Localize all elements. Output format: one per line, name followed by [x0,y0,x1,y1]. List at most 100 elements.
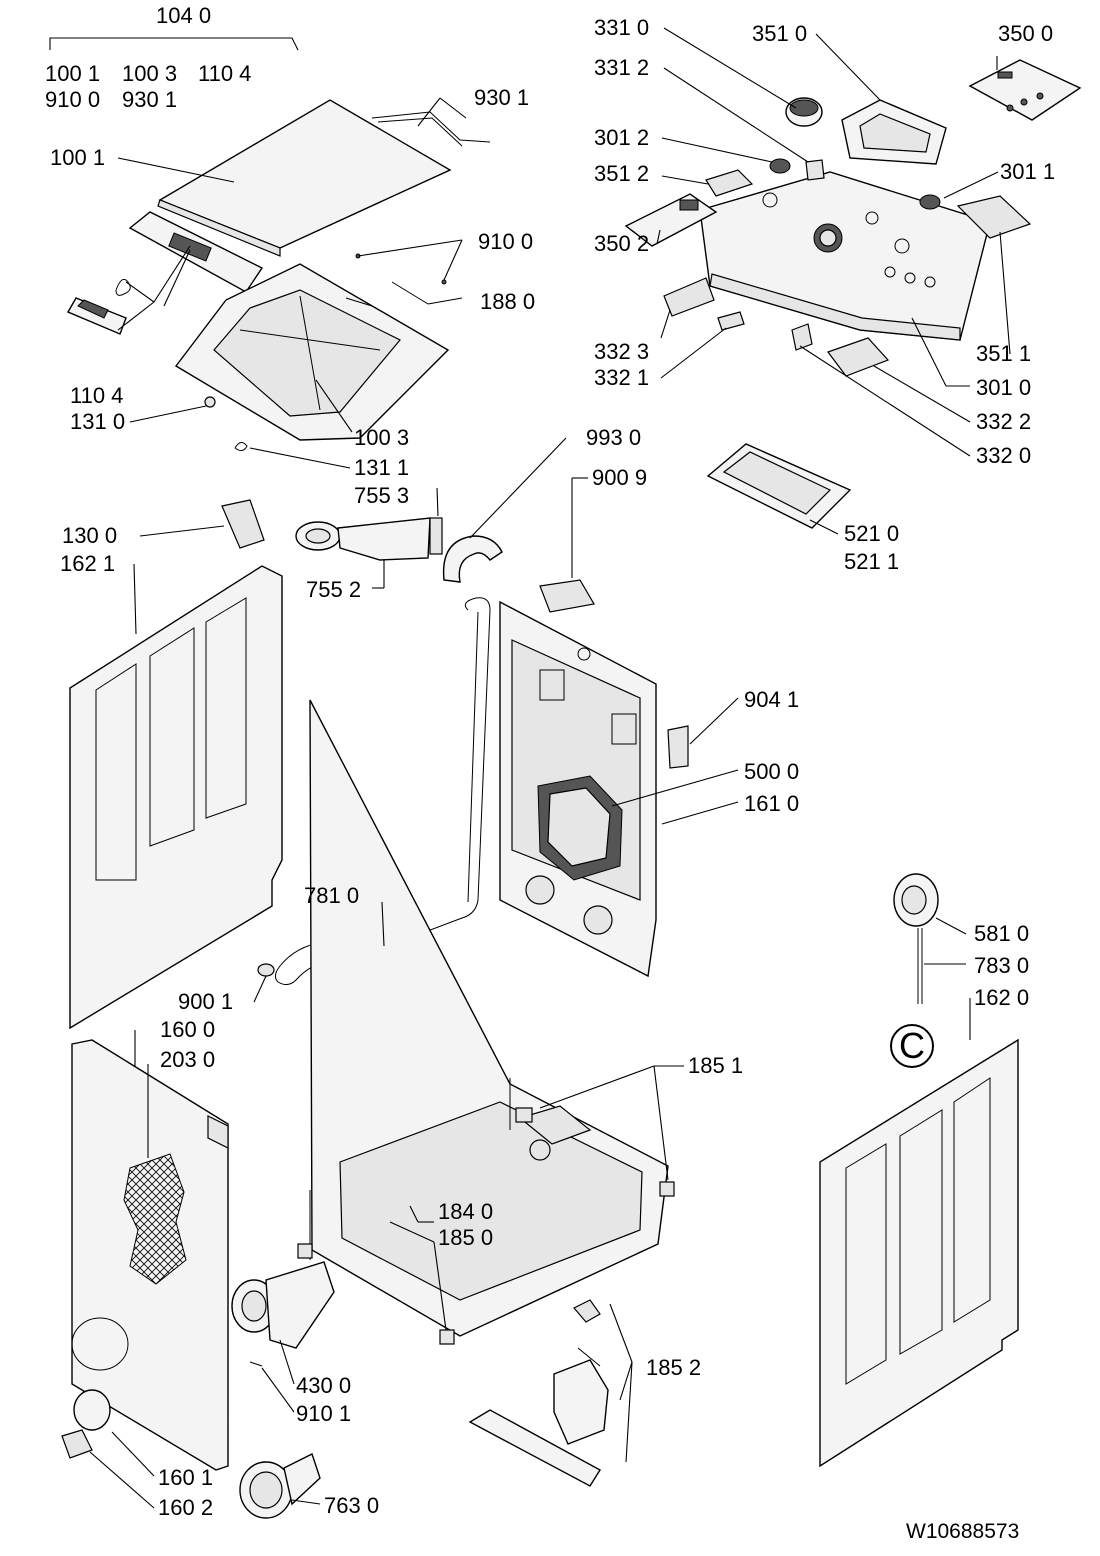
part-label: 900 1 [178,989,234,1014]
part-label: 755 3 [354,483,410,508]
lock-part [204,396,248,452]
part-label: 162 0 [974,985,1030,1010]
side-panel-right-part [819,1038,1019,1468]
part-label: 331 2 [594,55,650,80]
part-label: 521 0 [844,521,900,546]
part-label: 100 1 [45,61,101,86]
part-label: 332 1 [594,365,650,390]
part-label: 350 0 [998,21,1054,46]
connector-top-part [539,579,595,613]
foot-part-1 [515,1107,533,1123]
inlet-hose-part [295,517,431,561]
board-left-part [624,193,718,247]
bracket-left-part [705,169,754,197]
part-label: 185 2 [646,1355,702,1380]
button-holder-1-part [717,311,745,331]
part-label: 160 1 [158,1465,214,1490]
part-label: 110 4 [70,383,124,408]
part-label: 185 1 [688,1053,744,1078]
part-label: 930 1 [122,87,178,112]
part-label: 331 0 [594,15,650,40]
hose-clamp-part [257,963,275,977]
part-label: 581 0 [974,921,1030,946]
capacitor-part [893,873,939,1004]
control-panel-part [699,171,991,341]
part-label: 783 0 [974,953,1030,978]
part-label: 332 0 [976,443,1032,468]
foot-part-4 [439,1329,455,1345]
part-label: 301 2 [594,125,650,150]
group-bracket [49,37,299,51]
button-holder-0-part [791,323,813,351]
part-label: 910 0 [478,229,534,254]
dispenser-part [706,443,852,529]
base-frame-part [309,699,669,1337]
part-label: 351 1 [976,341,1032,366]
top-frame-part [174,263,450,441]
lid-part [157,99,452,257]
part-label: 185 0 [438,1225,494,1250]
bracket-right-part [956,195,1032,239]
motor-unit-part [537,775,623,881]
part-label: 350 2 [594,231,650,256]
part-label: 351 2 [594,161,650,186]
part-label: 100 3 [354,425,410,450]
part-label: 100 1 [50,145,106,170]
button-right-part [919,194,941,210]
latch-part [67,297,127,335]
hose-clip-part [429,517,443,555]
part-label: 430 0 [296,1373,352,1398]
part-label: 910 1 [296,1401,352,1426]
button-left-part [769,158,791,174]
part-label: 781 0 [304,883,360,908]
clip-part [667,725,689,769]
part-label: 131 1 [354,455,410,480]
part-label: 301 0 [976,375,1032,400]
filter-cap-part [73,1389,111,1431]
part-label: 162 1 [60,551,116,576]
part-label: 130 0 [62,523,118,548]
bracket-top-part [841,99,947,165]
foot-part-3 [297,1243,313,1259]
reference-marker-c: C [890,1024,934,1068]
part-label: 521 1 [844,549,900,574]
document-code: W10688573 [906,1520,1020,1543]
button-holder-3-part [663,277,715,317]
part-label: 930 1 [474,85,530,110]
button-holder-2-part [827,337,890,377]
filter-part [239,1453,321,1519]
foot-part-2 [659,1181,675,1197]
part-label: 131 0 [70,409,126,434]
part-label: 900 9 [592,465,648,490]
damper-part [468,1299,609,1487]
part-label: 301 1 [1000,159,1056,184]
board-top-part [968,59,1082,121]
part-label: 332 3 [594,339,650,364]
lid-trim-part [371,111,491,147]
part-label: 904 1 [744,687,800,712]
part-label: 351 0 [752,21,808,46]
part-label: 188 0 [480,289,536,314]
part-label: 910 0 [45,87,101,112]
part-label: 110 4 [198,61,252,86]
part-label: 763 0 [324,1493,380,1518]
insulation-part [123,1153,187,1285]
part-label: 755 2 [306,577,362,602]
part-label: 160 0 [160,1017,216,1042]
pins-part [345,253,447,307]
leader-lines [89,27,1011,1509]
side-panel-left-part [69,565,283,1030]
part-label: 161 0 [744,791,800,816]
knob-insert-part [805,159,825,181]
part-label: 332 2 [976,409,1032,434]
knob-part [785,97,823,127]
part-label: 104 0 [156,3,212,28]
cap-hook-part [61,1429,93,1459]
part-label: 500 0 [744,759,800,784]
part-label: 100 3 [122,61,178,86]
part-label: 993 0 [586,425,642,450]
switch-part [221,499,265,549]
elbow-part [442,535,503,583]
